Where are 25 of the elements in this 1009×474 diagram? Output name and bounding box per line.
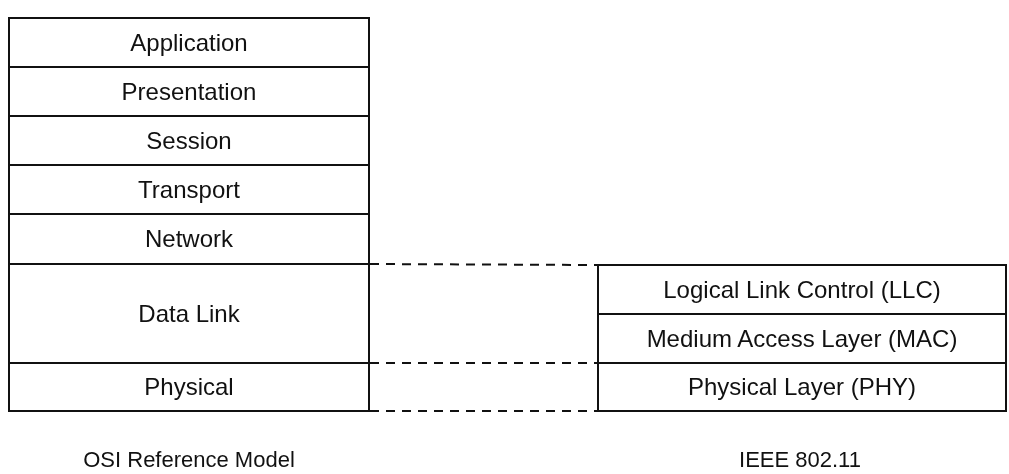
layer-box	[8, 66, 370, 117]
layer-name: Logical Link Control (LLC)	[663, 275, 941, 304]
layer-name: Medium Access Layer (MAC)	[646, 324, 958, 353]
layer-name: Physical	[144, 373, 234, 401]
layer-box	[8, 263, 370, 364]
layer-box	[597, 264, 1007, 315]
layer-box	[8, 115, 370, 166]
layer-box	[8, 164, 370, 215]
layer-name: Transport	[138, 175, 240, 204]
layer-box	[8, 213, 370, 265]
layer-name: Presentation	[121, 77, 257, 106]
layer-box	[597, 313, 1007, 364]
layer-box	[8, 362, 370, 412]
layer-box	[597, 362, 1007, 412]
layer-name: Data Link	[138, 299, 240, 328]
stack-caption: IEEE 802.11	[739, 447, 861, 473]
layer-box	[8, 17, 370, 68]
dashed-connector	[369, 410, 598, 412]
dashed-connector	[369, 362, 598, 364]
layer-name: Network	[145, 225, 233, 253]
layer-name: Session	[146, 126, 232, 155]
dashed-connector	[369, 263, 598, 266]
stack-caption: OSI Reference Model	[83, 447, 295, 473]
layer-name: Physical Layer (PHY)	[687, 373, 917, 401]
layer-name: Application	[130, 28, 248, 57]
